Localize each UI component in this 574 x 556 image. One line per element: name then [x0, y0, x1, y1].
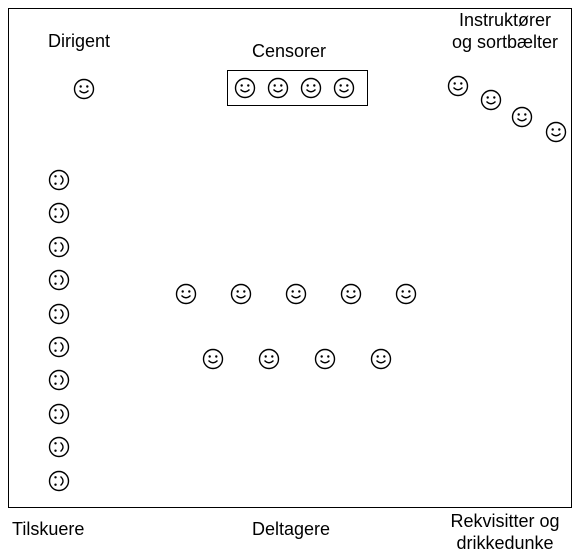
deltager-face [202, 348, 224, 370]
smiley-face-icon [285, 283, 307, 305]
smiley-face-icon [175, 283, 197, 305]
smiley-face-icon [333, 77, 355, 99]
instruktor-face [545, 121, 567, 143]
diagram-frame [8, 8, 572, 508]
tilskuer-face [48, 303, 70, 325]
deltager-face [230, 283, 252, 305]
label-tilskuere: Tilskuere [12, 519, 85, 539]
side-facing-smiley-icon [48, 236, 70, 257]
smiley-face-icon [545, 121, 567, 143]
tilskuer-face [48, 436, 70, 458]
label-rekvisitter-line1: Rekvisitter og [450, 511, 560, 531]
smiley-face-icon [314, 348, 336, 370]
deltager-face [285, 283, 307, 305]
label-rekvisitter: Rekvisitter og drikkedunke [440, 510, 570, 554]
tilskuer-face [48, 269, 70, 291]
tilskuer-face [48, 369, 70, 391]
deltager-face [340, 283, 362, 305]
instruktor-face [447, 75, 469, 97]
tilskuer-face [48, 169, 70, 191]
smiley-face-icon [447, 75, 469, 97]
label-instruktorer-line1: Instruktører [458, 10, 551, 30]
side-facing-smiley-icon [48, 303, 70, 324]
label-instruktorer: Instruktører og sortbælter [440, 9, 570, 53]
censor-face [234, 77, 256, 99]
tilskuer-face [48, 336, 70, 358]
smiley-face-icon [511, 106, 533, 128]
side-facing-smiley-icon [48, 336, 70, 358]
side-facing-smiley-icon [48, 470, 70, 491]
label-instruktorer-line2: og sortbælter [451, 32, 559, 52]
label-censorer: Censorer [252, 41, 327, 61]
deltager-face [395, 283, 417, 305]
smiley-face-icon [258, 348, 280, 370]
smiley-face-icon [480, 89, 502, 111]
deltager-face [175, 283, 197, 305]
smiley-face-icon [202, 348, 224, 370]
smiley-face-icon [340, 283, 362, 305]
censor-face [267, 77, 289, 99]
smiley-face-icon [73, 78, 95, 100]
deltager-face [370, 348, 392, 370]
censor-face [300, 77, 322, 99]
side-facing-smiley-icon [48, 269, 70, 291]
label-dirigent: Dirigent [48, 31, 111, 51]
smiley-face-icon [395, 283, 417, 305]
smiley-face-icon [234, 77, 256, 99]
side-facing-smiley-icon [48, 203, 70, 224]
censor-face [333, 77, 355, 99]
side-facing-smiley-icon [48, 370, 70, 391]
side-facing-smiley-icon [48, 436, 70, 458]
smiley-face-icon [370, 348, 392, 370]
smiley-face-icon [230, 283, 252, 305]
smiley-face-icon [300, 77, 322, 99]
label-rekvisitter-line2: drikkedunke [456, 533, 554, 553]
censorer-box [227, 70, 368, 106]
deltager-face [258, 348, 280, 370]
deltager-face [314, 348, 336, 370]
side-facing-smiley-icon [48, 403, 70, 424]
instruktor-face [511, 106, 533, 128]
dirigent-face [73, 78, 95, 100]
label-deltagere: Deltagere [252, 519, 331, 539]
tilskuer-face [48, 403, 70, 425]
tilskuer-face [48, 470, 70, 492]
instruktor-face [480, 89, 502, 111]
smiley-face-icon [267, 77, 289, 99]
tilskuer-face [48, 236, 70, 258]
tilskuer-face [48, 202, 70, 224]
side-facing-smiley-icon [48, 169, 70, 191]
